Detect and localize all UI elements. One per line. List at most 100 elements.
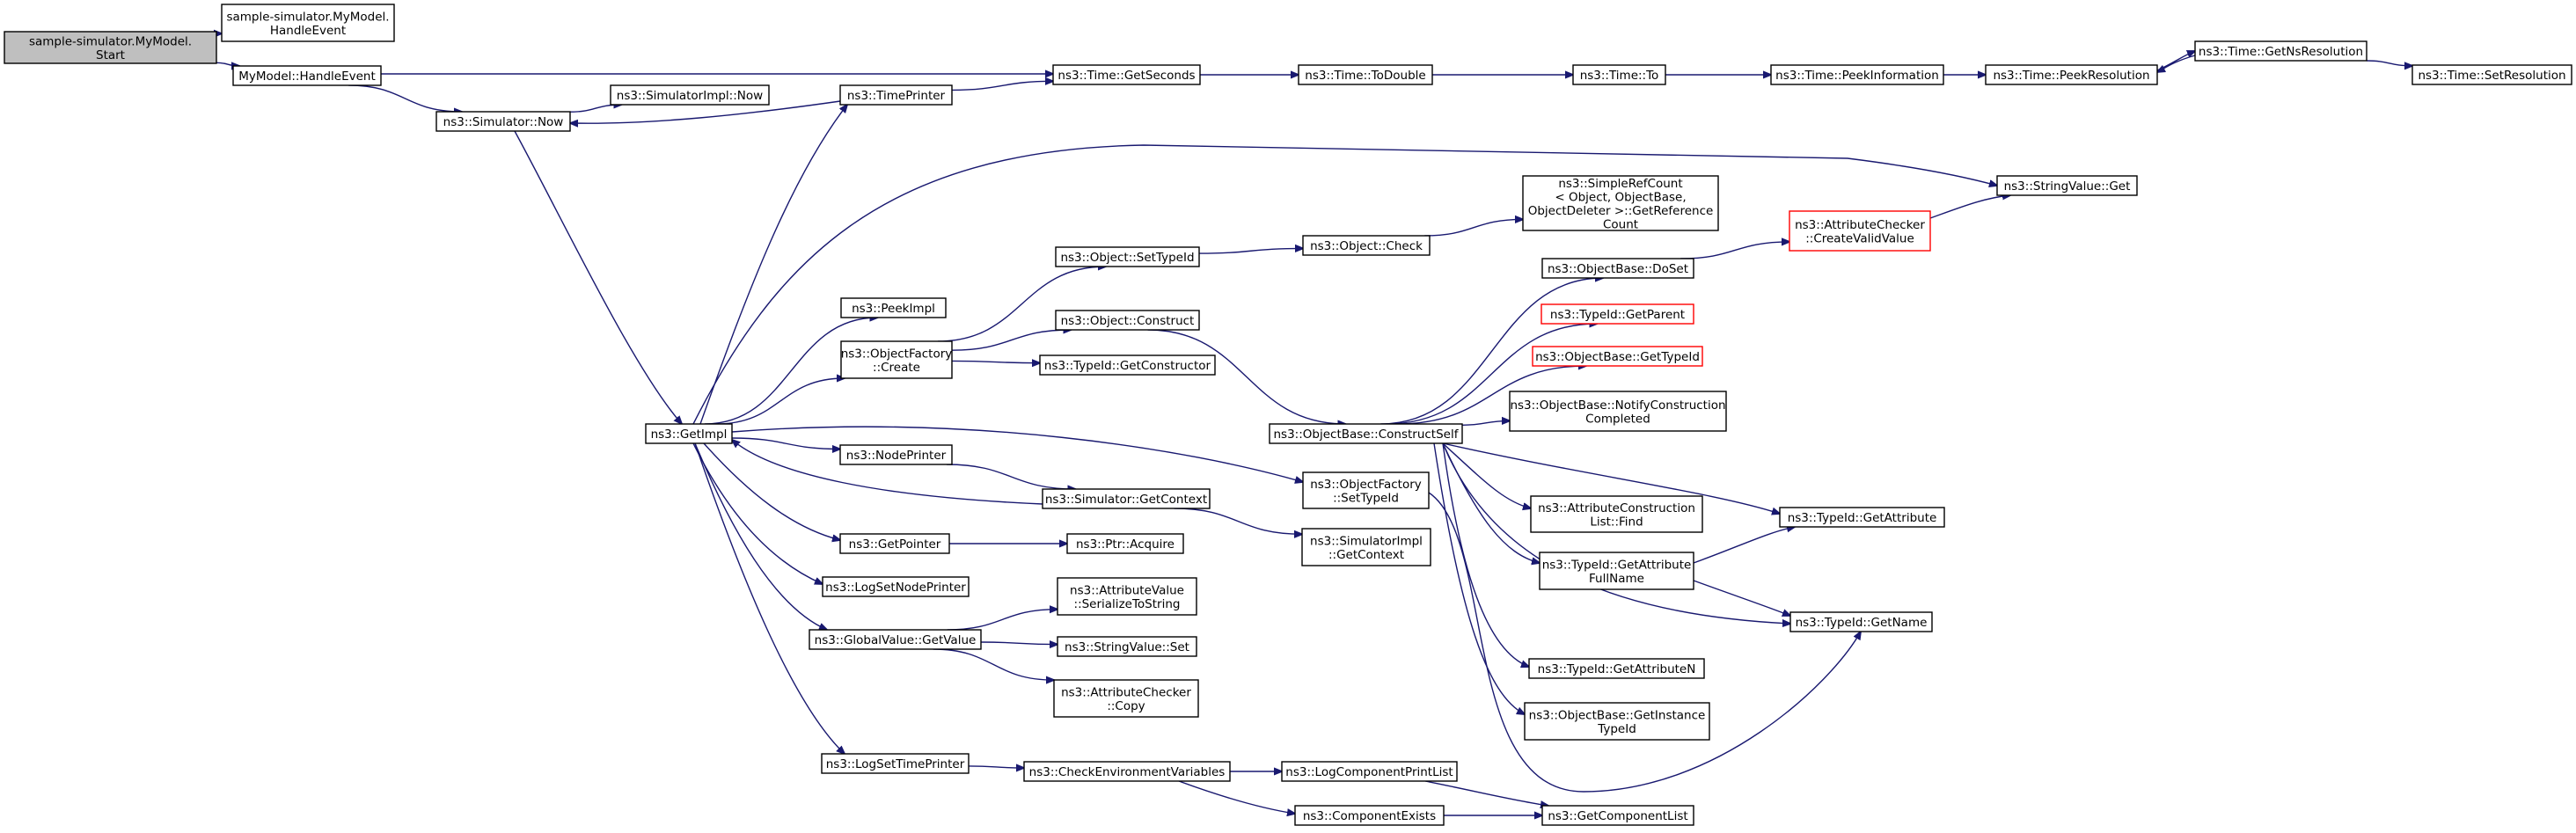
- node-av-serialize[interactable]: ns3::AttributeValue::SerializeToString: [1057, 577, 1197, 616]
- node-to[interactable]: ns3::Time::To: [1572, 64, 1666, 85]
- node-label-line: Start: [96, 48, 125, 62]
- node-label-line: sample-simulator.MyModel.: [226, 10, 389, 24]
- node-timeprinter[interactable]: ns3::TimePrinter: [839, 84, 953, 106]
- node-tid-getname[interactable]: ns3::TypeId::GetName: [1789, 611, 1933, 632]
- node-getcomplist[interactable]: ns3::GetComponentList: [1541, 805, 1694, 826]
- edge-getimpl-to-stringvalue_get: [692, 144, 1997, 425]
- node-ptr-acquire[interactable]: ns3::Ptr::Acquire: [1066, 533, 1184, 554]
- node-box: [1281, 761, 1458, 782]
- node-ob-gettypeid[interactable]: ns3::ObjectBase::GetTypeId: [1532, 346, 1703, 367]
- node-box: [1294, 805, 1445, 826]
- node-stringvalue-get[interactable]: ns3::StringValue::Get: [1996, 175, 2138, 196]
- node-of-settypeid[interactable]: ns3::ObjectFactory::SetTypeId: [1302, 471, 1430, 509]
- node-label-line: ns3::SimulatorImpl: [1310, 534, 1423, 548]
- node-checkenv[interactable]: ns3::CheckEnvironmentVariables: [1023, 761, 1231, 782]
- node-logsetnodeprinter[interactable]: ns3::LogSetNodePrinter: [822, 576, 970, 597]
- node-label-line: ns3::ObjectBase::GetInstance: [1529, 708, 1706, 722]
- node-getparent[interactable]: ns3::TypeId::GetParent: [1540, 303, 1694, 325]
- node-box: [822, 576, 970, 597]
- node-mm-handle[interactable]: MyModel::HandleEvent: [232, 65, 382, 86]
- node-createvalid[interactable]: ns3::AttributeChecker::CreateValidValue: [1789, 210, 1931, 252]
- node-peekres[interactable]: ns3::Time::PeekResolution: [1985, 64, 2158, 85]
- node-doset[interactable]: ns3::ObjectBase::DoSet: [1541, 258, 1694, 279]
- node-logsettimeprinter[interactable]: ns3::LogSetTimePrinter: [821, 753, 970, 774]
- node-sv-set[interactable]: ns3::StringValue::Set: [1057, 636, 1197, 657]
- edge-obj_settypeid-to-obj_check: [1198, 248, 1303, 254]
- node-sim-getcontext[interactable]: ns3::Simulator::GetContext: [1042, 488, 1211, 509]
- node-logcompprint[interactable]: ns3::LogComponentPrintList: [1281, 761, 1458, 782]
- edges-layer: [216, 33, 2412, 815]
- node-simimpl-getcontext[interactable]: ns3::SimulatorImpl::GetContext: [1301, 528, 1431, 566]
- edge-getimpl-to-objfactory_create: [715, 378, 845, 425]
- node-ac-copy[interactable]: ns3::AttributeChecker::Copy: [1053, 679, 1199, 718]
- node-objfactory-create[interactable]: ns3::ObjectFactory::Create: [840, 340, 953, 379]
- node-box: [839, 533, 950, 554]
- edge-getattrfullname-to-tid_getattribute: [1693, 527, 1795, 564]
- node-box: [1530, 495, 1703, 533]
- node-label-line: ::Create: [873, 361, 920, 375]
- node-peekimpl[interactable]: ns3::PeekImpl: [840, 297, 947, 318]
- edge-sim_now-to-getimpl: [514, 130, 682, 424]
- edge-logsettimeprinter-to-checkenv: [968, 766, 1024, 768]
- node-compexists[interactable]: ns3::ComponentExists: [1294, 805, 1445, 826]
- node-getattributen[interactable]: ns3::TypeId::GetAttributeN: [1528, 658, 1705, 679]
- node-getseconds[interactable]: ns3::Time::GetSeconds: [1052, 64, 1201, 85]
- node-setres[interactable]: ns3::Time::SetResolution: [2411, 64, 2572, 85]
- node-label-line: ns3::ObjectBase::GetTypeId: [1535, 350, 1700, 364]
- node-label-line: ns3::NodePrinter: [846, 449, 947, 463]
- node-box: [1779, 507, 1945, 528]
- node-sim-now[interactable]: ns3::Simulator::Now: [435, 111, 571, 132]
- edge-getimpl-to-peekimpl: [704, 318, 878, 425]
- node-getimpl[interactable]: ns3::GetImpl: [645, 423, 733, 444]
- edge-getimpl-to-logsetnodeprinter: [692, 442, 823, 584]
- node-box: [1039, 354, 1216, 376]
- node-simplerefcount[interactable]: ns3::SimpleRefCount< Object, ObjectBase,…: [1522, 175, 1719, 231]
- node-box: [610, 84, 770, 106]
- node-nodeprinter[interactable]: ns3::NodePrinter: [839, 444, 953, 465]
- node-constructself[interactable]: ns3::ObjectBase::ConstructSelf: [1269, 423, 1463, 444]
- edge-gv_getvalue-to-av_serialize: [947, 610, 1057, 631]
- edge-getimpl-to-logsettimeprinter: [694, 442, 845, 754]
- node-box: [1789, 611, 1933, 632]
- node-label-line: ns3::GlobalValue::GetValue: [815, 633, 977, 647]
- node-getconstructor[interactable]: ns3::TypeId::GetConstructor: [1039, 354, 1216, 376]
- node-obj-construct[interactable]: ns3::Object::Construct: [1055, 310, 1200, 331]
- node-gv-getvalue[interactable]: ns3::GlobalValue::GetValue: [809, 629, 982, 650]
- edge-constructself-to-tid_getattribute: [1442, 442, 1780, 514]
- node-box: [1540, 303, 1694, 325]
- node-label-line: ns3::GetPointer: [849, 537, 941, 552]
- node-box: [221, 4, 395, 42]
- node-box: [1996, 175, 2138, 196]
- node-label-line: ::SerializeToString: [1074, 597, 1181, 611]
- node-label-line: ns3::GetImpl: [651, 427, 728, 442]
- node-label-line: ns3::PeekImpl: [852, 302, 935, 316]
- node-label-line: HandleEvent: [270, 24, 346, 38]
- node-label-line: sample-simulator.MyModel.: [29, 34, 192, 48]
- node-sm-handle[interactable]: sample-simulator.MyModel.HandleEvent: [221, 4, 395, 42]
- node-box: [840, 340, 953, 379]
- edge-objfactory_create-to-obj_settypeid: [938, 267, 1106, 342]
- edge-gv_getvalue-to-sv_set: [980, 642, 1057, 645]
- node-box: [1042, 488, 1211, 509]
- node-getnsres[interactable]: ns3::Time::GetNsResolution: [2194, 40, 2367, 62]
- node-root[interactable]: sample-simulator.MyModel.Start: [4, 31, 217, 64]
- node-tid-getattribute[interactable]: ns3::TypeId::GetAttribute: [1779, 507, 1945, 528]
- node-box: [2194, 40, 2367, 62]
- node-obj-settypeid[interactable]: ns3::Object::SetTypeId: [1055, 246, 1200, 267]
- node-label-line: ns3::ObjectFactory: [841, 347, 953, 361]
- node-getpointer[interactable]: ns3::GetPointer: [839, 533, 950, 554]
- node-box: [1524, 702, 1710, 741]
- edge-timeprinter-to-sim_now: [570, 100, 841, 123]
- node-todouble[interactable]: ns3::Time::ToDouble: [1298, 64, 1433, 85]
- edge-getimpl-to-timeprinter: [699, 105, 847, 425]
- node-box: [1572, 64, 1666, 85]
- node-obj-check[interactable]: ns3::Object::Check: [1302, 235, 1431, 256]
- node-simimpl-now[interactable]: ns3::SimulatorImpl::Now: [610, 84, 770, 106]
- edge-obj_construct-to-constructself: [1147, 329, 1346, 424]
- node-notifycc[interactable]: ns3::ObjectBase::NotifyConstructionCompl…: [1509, 391, 1727, 432]
- node-peekinfo[interactable]: ns3::Time::PeekInformation: [1770, 64, 1944, 85]
- node-label-line: ns3::Time::GetSeconds: [1057, 69, 1195, 83]
